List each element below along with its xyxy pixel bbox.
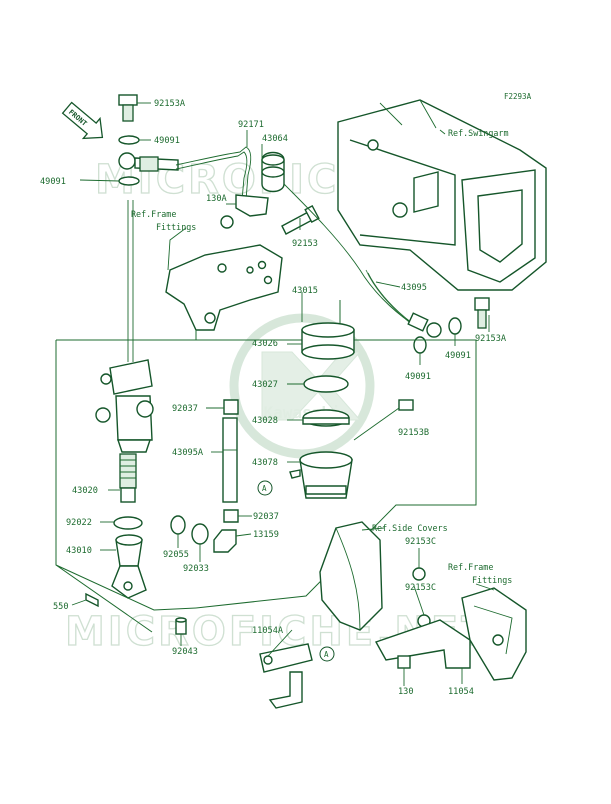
banjo-fitting (118, 152, 179, 172)
group-frame-left (55, 300, 341, 633)
clip-92033 (191, 523, 209, 545)
group-frame-reservoir (195, 339, 477, 609)
reservoir-43078 (289, 451, 353, 499)
part-label-43026: 43026 (252, 339, 278, 349)
plate-43028 (302, 409, 350, 427)
push-rod-43010 (111, 534, 147, 599)
master-cylinder (95, 200, 154, 453)
part-label-13159: 13159 (253, 530, 279, 540)
hose-end-fitting (407, 312, 442, 338)
part-label-130: 130 (398, 687, 414, 697)
ref-frame-fittings-right-line2: Fittings (472, 575, 512, 585)
hose-43095 (283, 183, 411, 323)
clamp-92037-a (223, 399, 239, 415)
part-label-92153C-a: 92153C (405, 537, 436, 547)
clamp-130A (220, 194, 269, 229)
part-label-43064: 43064 (262, 134, 288, 144)
part-label-92037-a: 92037 (172, 404, 198, 414)
washer-49091-d (413, 336, 427, 354)
marker-A-1: A (257, 480, 273, 496)
frame-fitting-right-ref (461, 587, 527, 681)
marker-A-2-text: A (324, 650, 329, 659)
part-label-43020: 43020 (72, 486, 98, 496)
part-label-43095A: 43095A (172, 448, 204, 458)
part-label-49091-c: 49091 (445, 351, 471, 361)
diagram-code: F2293A (504, 92, 532, 101)
grommet-43064 (261, 151, 285, 193)
bolt-92153A-right (474, 297, 490, 329)
front-arrow-icon: FRONT (61, 101, 104, 140)
piston-43020 (119, 453, 137, 503)
ref-frame-fittings-line2: Fittings (156, 222, 196, 232)
part-label-43078: 43078 (252, 458, 278, 468)
bolt-92153C-a (412, 567, 426, 581)
part-label-550: 550 (53, 602, 69, 612)
part-labels: 92153A 49091 49091 92171 43064 130A 9215… (40, 99, 507, 697)
o-ring-92055 (170, 515, 186, 535)
elbow-13159 (213, 529, 237, 553)
part-label-92153B: 92153B (398, 428, 429, 438)
reference-labels: Ref.Swingarm Ref.Frame Fittings Ref.Side… (131, 128, 512, 585)
part-label-11054: 11054 (448, 687, 474, 697)
washer-49091-a (118, 135, 140, 145)
part-label-92055: 92055 (163, 550, 189, 560)
snap-ring-92022 (113, 516, 143, 530)
part-label-49091-a: 49091 (154, 136, 180, 146)
hose-43095A (222, 417, 238, 503)
bracket-11054 (374, 619, 471, 669)
diaphragm-43027 (303, 375, 349, 393)
marker-A-1-text: A (262, 484, 267, 493)
hose-92171 (175, 146, 252, 201)
part-label-92153C-b: 92153C (405, 583, 436, 593)
part-label-92022: 92022 (66, 518, 92, 528)
washer-49091-c (448, 317, 462, 335)
swingarm-ref (337, 99, 547, 291)
washer-49091-b (118, 176, 140, 186)
ref-side-covers: Ref.Side Covers (372, 523, 448, 533)
ref-frame-fittings-line1: Ref.Frame (131, 209, 176, 219)
part-label-11054A: 11054A (252, 626, 284, 636)
part-label-92153A-right: 92153A (475, 334, 507, 344)
part-label-92043: 92043 (172, 647, 198, 657)
reservoir-cap-43026 (301, 322, 355, 360)
marker-A-2: A (319, 646, 335, 662)
ref-frame-fittings-right-line1: Ref.Frame (448, 562, 493, 572)
bolt-92153 (281, 204, 320, 235)
part-label-49091-b: 49091 (40, 177, 66, 187)
bracket-11054A (259, 643, 313, 709)
part-label-92033: 92033 (183, 564, 209, 574)
frame-bracket (165, 244, 283, 331)
part-label-43095: 43095 (401, 283, 427, 293)
part-label-43028: 43028 (252, 416, 278, 426)
part-label-130A: 130A (206, 194, 228, 204)
leader-lines (71, 102, 495, 686)
part-label-92037-b: 92037 (253, 512, 279, 522)
part-label-92171: 92171 (238, 120, 264, 130)
part-label-92153: 92153 (292, 239, 318, 249)
clamp-92037-b (223, 509, 239, 523)
ref-swingarm: Ref.Swingarm (448, 128, 509, 138)
part-label-43027: 43027 (252, 380, 278, 390)
part-label-43010: 43010 (66, 546, 92, 556)
part-label-49091-d: 49091 (405, 372, 431, 382)
part-label-92153A-top: 92153A (154, 99, 186, 109)
cotter-pin-550 (85, 592, 99, 608)
bolt-92153B (353, 399, 414, 441)
pin-92043 (175, 617, 187, 635)
side-cover-ref (319, 521, 383, 631)
part-label-43015: 43015 (292, 286, 318, 296)
banjo-bolt-92153A (118, 94, 138, 122)
